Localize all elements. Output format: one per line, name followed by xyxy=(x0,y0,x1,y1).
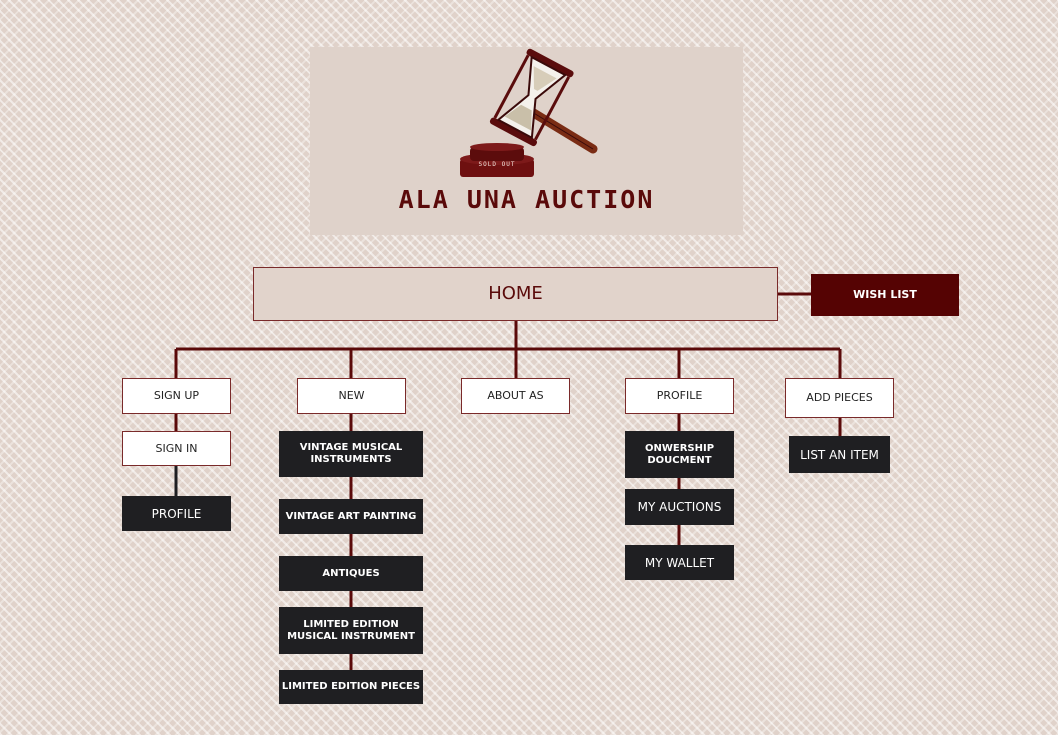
sign-in-node[interactable]: SIGN IN xyxy=(122,431,231,466)
vintage-musical-instruments-node[interactable]: VINTAGE MUSICAL INSTRUMENTS xyxy=(279,431,423,477)
sign-up-profile-node[interactable]: PROFILE xyxy=(122,496,231,531)
vintage-art-painting-node[interactable]: VINTAGE ART PAINTING xyxy=(279,499,423,534)
new-node[interactable]: NEW xyxy=(297,378,406,414)
sold-out-stamp-text: SOLD OUT xyxy=(478,161,516,168)
sign-up-node[interactable]: SIGN UP xyxy=(122,378,231,414)
list-an-item-node[interactable]: LIST AN ITEM xyxy=(789,436,890,473)
add-pieces-node[interactable]: ADD PIECES xyxy=(785,378,894,418)
gavel-hourglass-icon xyxy=(460,48,598,177)
logo-panel: SOLD OUT ALA UNA AUCTION xyxy=(310,47,743,235)
about-node[interactable]: ABOUT AS xyxy=(461,378,570,414)
home-node[interactable]: HOME xyxy=(253,267,778,321)
brand-name: ALA UNA AUCTION xyxy=(398,185,655,214)
limited-edition-musical-instrument-node[interactable]: LIMITED EDITION MUSICAL INSTRUMENT xyxy=(279,607,423,654)
antiques-node[interactable]: ANTIQUES xyxy=(279,556,423,591)
limited-edition-pieces-node[interactable]: LIMITED EDITION PIECES xyxy=(279,670,423,704)
my-auctions-node[interactable]: MY AUCTIONS xyxy=(625,489,734,525)
my-wallet-node[interactable]: MY WALLET xyxy=(625,545,734,580)
wish-list-node[interactable]: WISH LIST xyxy=(811,274,959,316)
ownership-document-node[interactable]: ONWERSHIP DOUCMENT xyxy=(625,431,734,478)
profile-node[interactable]: PROFILE xyxy=(625,378,734,414)
